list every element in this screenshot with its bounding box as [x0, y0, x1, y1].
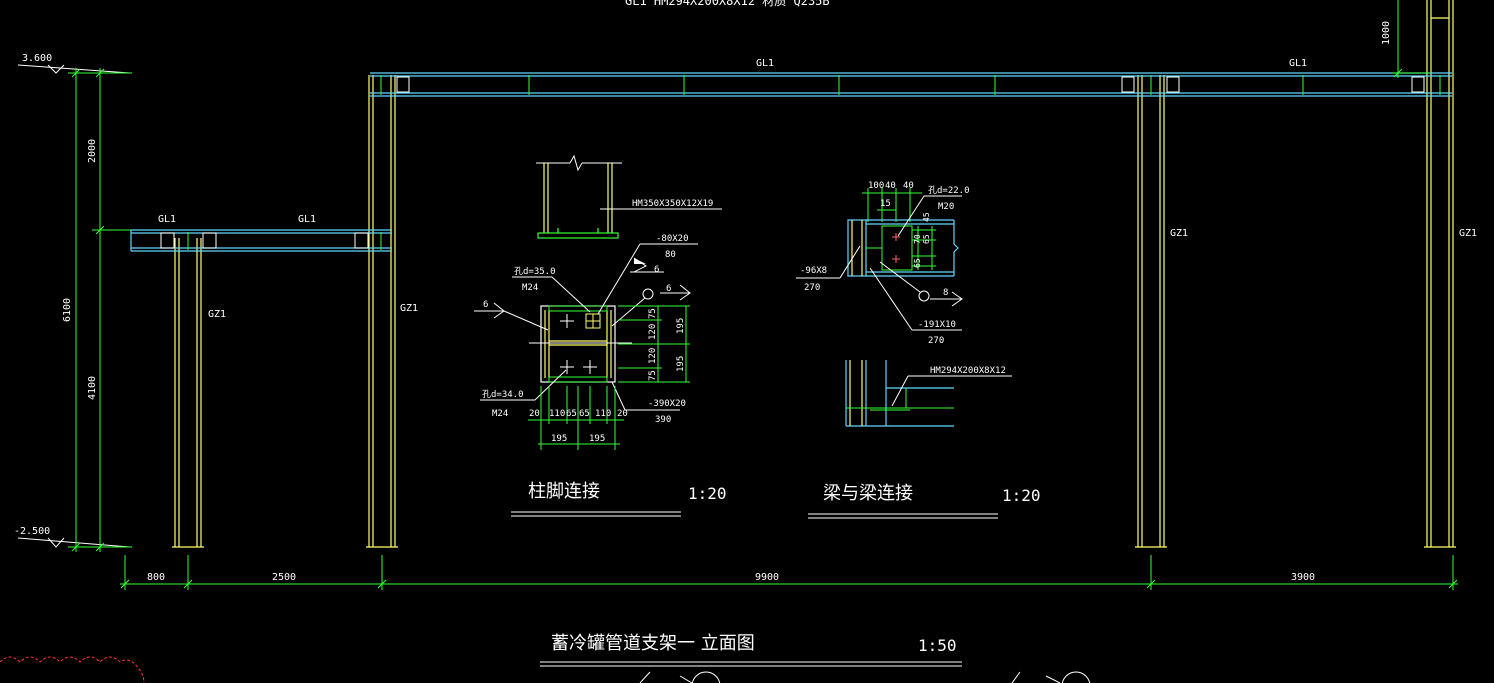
label-gz1-4: GZ1	[1459, 228, 1477, 239]
bottom-dimension-lines	[120, 555, 1458, 590]
beam-v-dim-1: 65	[922, 234, 931, 244]
base-column-section: HM350X350X12X19	[632, 199, 713, 209]
base-bolt-bottom: M24	[492, 409, 508, 419]
dim-total: 6100	[62, 298, 73, 322]
dim-bottom-2500: 2500	[272, 572, 296, 583]
label-gl1-top-b: GL1	[1289, 58, 1307, 69]
beam-weld: 8	[943, 288, 948, 298]
base-rib-plate: -80X20	[656, 234, 689, 244]
top-note: GL1 HM294X200X8X12 材质 Q235B	[625, 0, 830, 8]
base-bottom-dim-6: 20	[617, 409, 628, 419]
base-detail-scale: 1:20	[688, 484, 727, 503]
base-bottom-outer-1: 195	[551, 434, 567, 444]
base-right-dim-1: 75	[648, 308, 658, 319]
dim-upper: 2000	[87, 139, 98, 163]
columns	[172, 0, 1456, 548]
label-gz1-1: GZ1	[208, 309, 226, 320]
base-right-outer-1: 195	[676, 318, 686, 334]
dim-bottom-9900: 9900	[755, 572, 779, 583]
beam-section: HM294X200X8X12	[930, 366, 1006, 376]
base-bottom-dim-3: 65	[566, 409, 577, 419]
beam-v-dim-3: 65	[913, 258, 922, 268]
base-right-dim-2: 120	[648, 324, 658, 340]
base-bolt-top: M24	[522, 283, 538, 293]
beam-title-underline	[808, 513, 998, 519]
label-gl1-left-b: GL1	[298, 214, 316, 225]
beam-v-dim-top: 45	[922, 212, 931, 222]
main-title-underline	[540, 661, 962, 667]
label-gl1-top-a: GL1	[756, 58, 774, 69]
label-gz1-3: GZ1	[1170, 228, 1188, 239]
beam-plate-left: -96X8	[800, 266, 827, 276]
revision-cloud	[0, 656, 145, 683]
dim-bottom-3900: 3900	[1291, 572, 1315, 583]
bolt-groups	[160, 76, 1425, 249]
level-bottom: -2.500	[14, 526, 50, 537]
base-hole-bottom: 孔d=34.0	[482, 389, 524, 400]
right-dimension	[1392, 0, 1430, 78]
base-detail: HM350X350X12X19	[474, 154, 722, 450]
base-bottom-dim-1: 20	[529, 409, 540, 419]
dim-bottom-800: 800	[147, 572, 165, 583]
base-weld-b: 6	[666, 284, 671, 294]
base-right-dim-4: 75	[648, 370, 658, 381]
base-title-underline	[511, 511, 681, 517]
beam-bolt: M20	[938, 202, 954, 212]
left-dimension-lines	[68, 68, 132, 552]
beam-detail-title: 梁与梁连接	[823, 483, 913, 504]
base-bottom-dim-5: 110	[595, 409, 611, 419]
dim-right-1000: 1000	[1381, 21, 1392, 45]
beam-top-dim-1: 100	[868, 181, 884, 191]
beam-top-dim-2: 40	[885, 181, 896, 191]
base-plate-size: -390X20	[648, 399, 686, 409]
main-scale: 1:50	[918, 636, 957, 655]
base-rib-width: 80	[665, 250, 676, 260]
base-bottom-dim-4: 65	[579, 409, 590, 419]
label-gz1-2: GZ1	[400, 303, 418, 314]
base-right-outer-2: 195	[676, 356, 686, 372]
beam-detail-scale: 1:20	[1002, 486, 1041, 505]
base-weld-c: 6	[483, 300, 488, 310]
beam-plate-right-w: 270	[928, 336, 944, 346]
base-detail-title: 柱脚连接	[528, 481, 600, 502]
beam-top-dim-3: 40	[903, 181, 914, 191]
beam-plate-left-w: 270	[804, 283, 820, 293]
beam-hole: 孔d=22.0	[928, 185, 970, 196]
base-bottom-dim-2: 110	[549, 409, 565, 419]
beam-detail	[796, 188, 1012, 427]
beam-plate-right: -191X10	[918, 320, 956, 330]
base-plate-width: 390	[655, 415, 671, 425]
beam-v-dim-2: 70	[913, 234, 922, 244]
base-bottom-outer-2: 195	[589, 434, 605, 444]
level-marks	[17, 64, 131, 548]
main-title: 蓄冷罐管道支架一 立面图	[551, 633, 755, 654]
section-symbols	[639, 671, 1091, 683]
beam-stiffeners	[187, 75, 1441, 250]
dim-lower: 4100	[87, 376, 98, 400]
level-top: 3.600	[22, 53, 52, 64]
base-weld-a: 6	[654, 265, 659, 275]
beams	[130, 72, 1452, 252]
base-hole-top: 孔d=35.0	[514, 266, 556, 277]
beam-top-sub: 15	[880, 199, 891, 209]
base-right-dim-3: 120	[648, 348, 658, 364]
label-gl1-left-a: GL1	[158, 214, 176, 225]
